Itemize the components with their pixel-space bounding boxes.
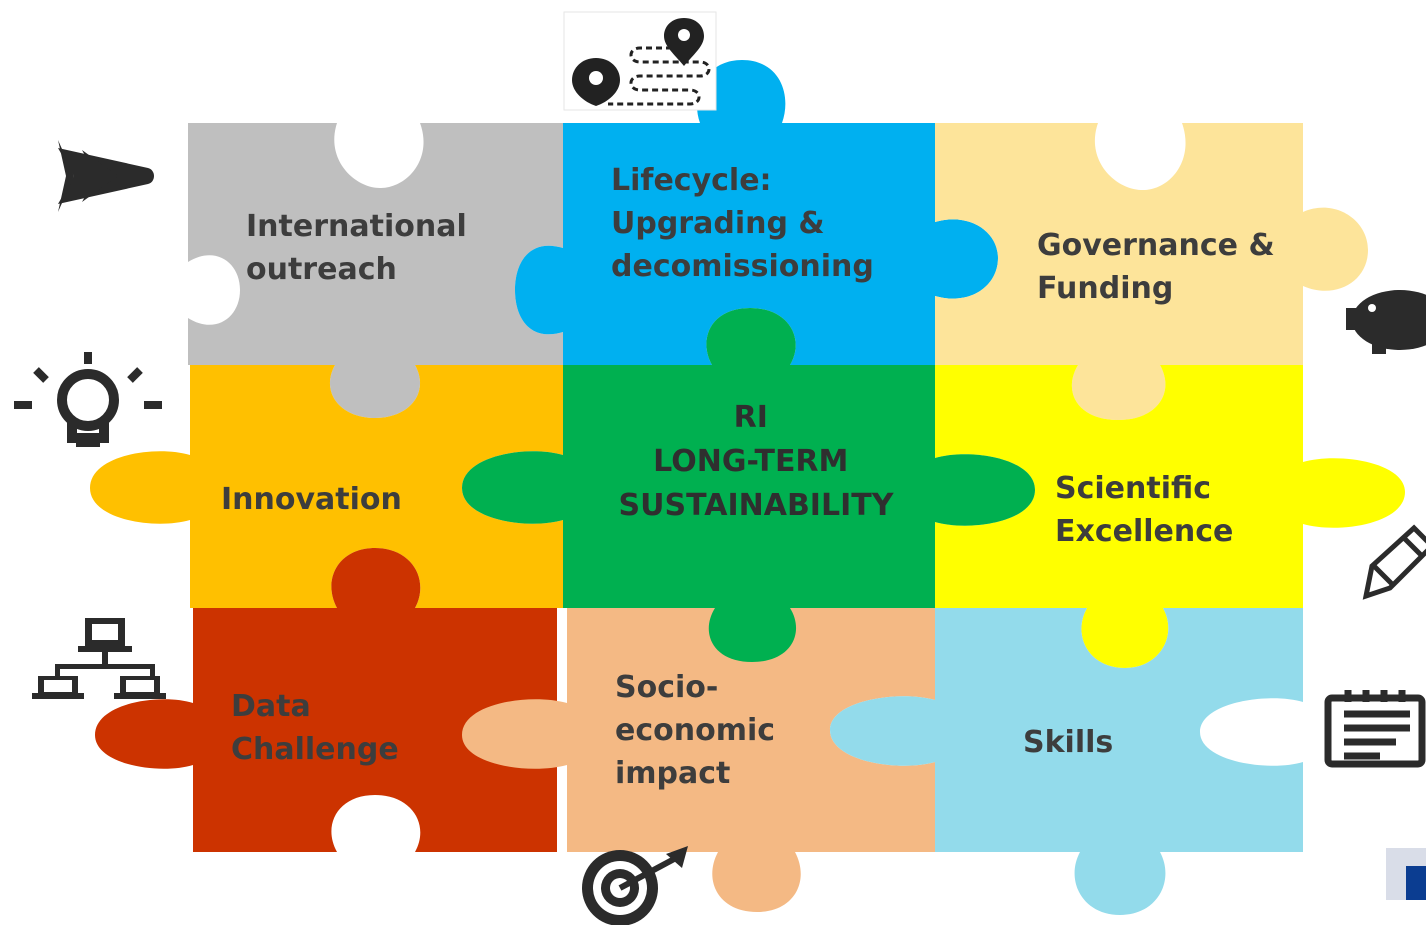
piece-lifecycle-line-1: Lifecycle: [611, 163, 772, 198]
piece-socio-line-2: economic [615, 713, 775, 748]
piece-international-shape [188, 123, 563, 418]
piece-lifecycle-label: Lifecycle: Upgrading & decomissioning [611, 163, 874, 284]
piece-lifecycle-shape [515, 60, 998, 365]
piece-data-label: Data Challenge [231, 689, 399, 767]
piece-innovation-line-1: Innovation [221, 482, 402, 517]
piece-governance-label: Governance & Funding [1037, 228, 1285, 306]
piece-center: RI LONG-TERM SUSTAINABILITY [462, 308, 1035, 662]
piggy-bank-icon [1346, 290, 1426, 354]
piece-data-line-1: Data [231, 689, 311, 724]
route-map-pin-icon [563, 11, 717, 111]
piece-socio-line-1: Socio- [615, 670, 718, 705]
piece-data-line-2: Challenge [231, 732, 399, 767]
piece-scientific-line-2: Excellence [1055, 514, 1233, 549]
piece-lifecycle-line-2: Upgrading & [611, 206, 825, 241]
piece-innovation: Innovation [90, 365, 563, 608]
piece-international-line-2: outreach [246, 252, 397, 287]
piece-scientific-line-1: Scientific [1055, 471, 1211, 506]
piece-innovation-shape [90, 365, 563, 608]
notepad-icon [1324, 690, 1426, 768]
piece-governance-shape [935, 123, 1368, 420]
piece-skills-label: Skills [1023, 725, 1113, 760]
piece-international: International outreach [188, 123, 563, 418]
airplane-icon [58, 140, 154, 212]
piece-lifecycle: Lifecycle: Upgrading & decomissioning [515, 60, 998, 365]
lightbulb-icon [14, 352, 162, 447]
piece-center-line-2: LONG-TERM [653, 444, 848, 479]
piece-innovation-label: Innovation [221, 482, 402, 517]
piece-scientific-label: Scientific Excellence [1055, 471, 1233, 549]
piece-skills: Skills [830, 608, 1303, 915]
piece-data: Data Challenge [95, 548, 557, 852]
piece-center-shape [462, 308, 1035, 662]
piece-scientific-shape [935, 365, 1405, 668]
piece-skills-line-1: Skills [1023, 725, 1113, 760]
piece-center-label: RI LONG-TERM SUSTAINABILITY [619, 400, 895, 523]
piece-socio: Socio- economic impact [462, 608, 935, 912]
piece-governance-line-2: Funding [1037, 271, 1173, 306]
logo-fragment-icon [1386, 848, 1426, 900]
pencil-icon [1362, 524, 1426, 600]
piece-governance: Governance & Funding [935, 123, 1368, 420]
network-icon [32, 618, 166, 699]
piece-governance-line-1: Governance & [1037, 228, 1275, 263]
piece-socio-shape [462, 608, 935, 912]
piece-socio-line-3: impact [615, 756, 730, 791]
piece-lifecycle-line-3: decomissioning [611, 249, 874, 284]
target-icon [582, 846, 688, 925]
piece-international-label: International outreach [246, 209, 477, 287]
piece-center-line-1: RI [734, 400, 768, 435]
piece-international-line-1: International [246, 209, 467, 244]
piece-data-shape [95, 548, 557, 852]
piece-skills-shape [830, 608, 1303, 915]
piece-scientific: Scientific Excellence [935, 365, 1405, 668]
piece-socio-label: Socio- economic impact [615, 670, 786, 791]
piece-center-line-3: SUSTAINABILITY [619, 488, 895, 523]
